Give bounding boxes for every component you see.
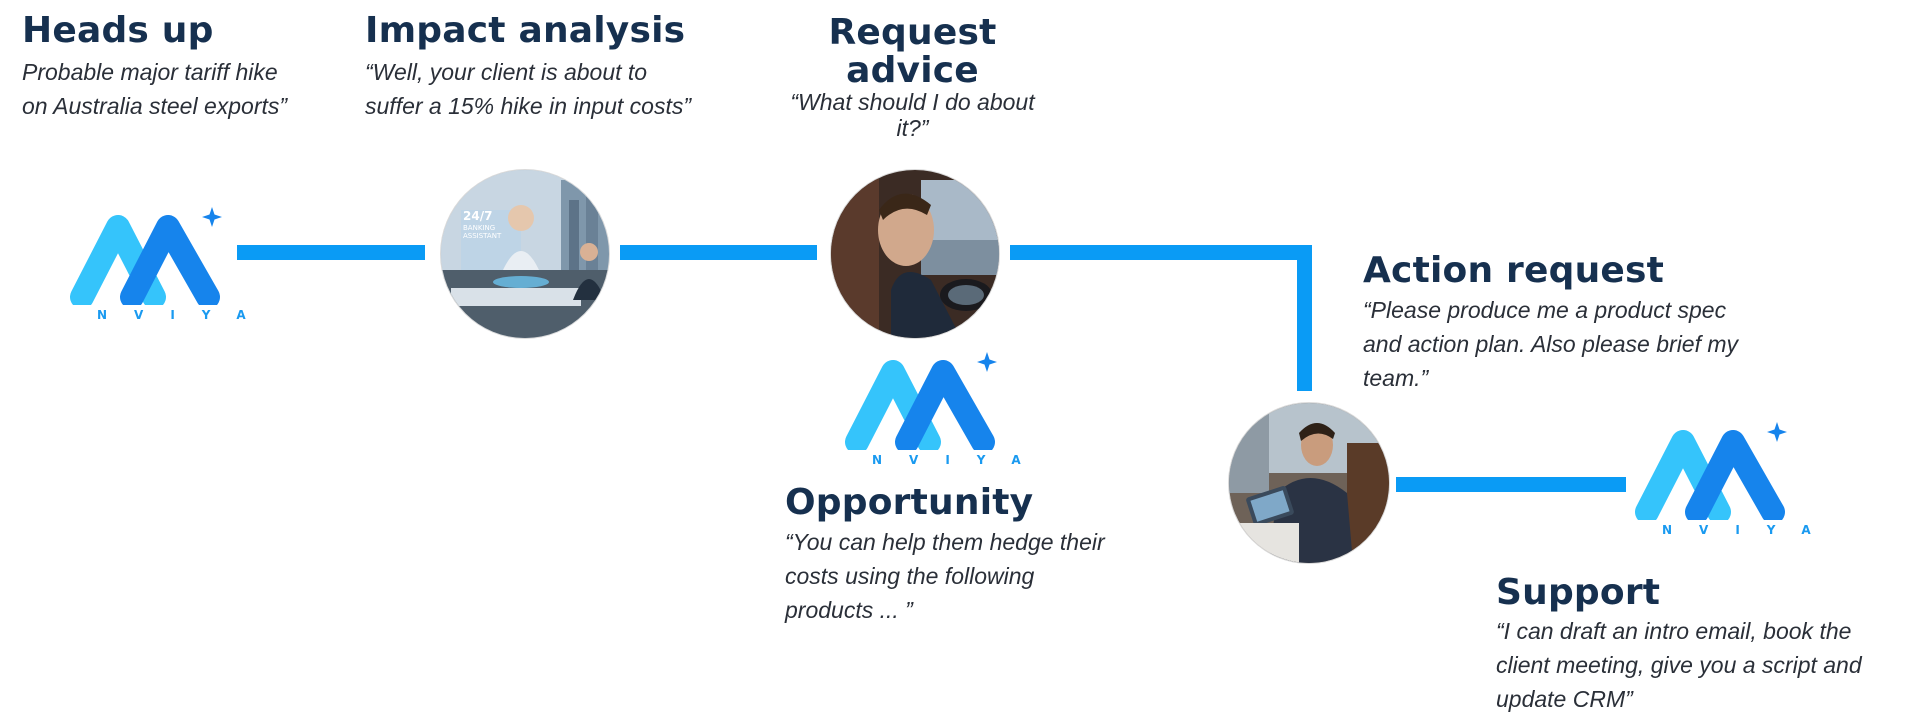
sparkle-icon (1767, 422, 1787, 442)
impact-analysis-title: Impact analysis (365, 10, 686, 51)
opportunity-quote: “You can help them hedge their costs usi… (785, 525, 1105, 627)
sparkle-icon (977, 352, 997, 372)
heads-up-title: Heads up (22, 10, 214, 51)
banking-assistant-photo: 24/7 BANKING ASSISTANT (441, 170, 609, 338)
action-request-quote: “Please produce me a product spec and ac… (1363, 293, 1738, 395)
heads-up-quote-line-2: on Australia steel exports” (22, 93, 288, 119)
screen-text-2: BANKING (463, 224, 495, 232)
heads-up-quote: Probable major tariff hike on Australia … (22, 55, 287, 123)
sparkle-icon (202, 207, 222, 227)
action-request-title: Action request (1363, 250, 1665, 291)
action-quote-line-2: and action plan. Also please brief my (1363, 331, 1739, 357)
support-quote-line-3: update CRM” (1496, 686, 1633, 712)
nviya-mark-icon (845, 352, 997, 450)
request-title-line-2: advice (846, 50, 979, 91)
support-quote: “I can draft an intro email, book the cl… (1496, 614, 1862, 716)
man-in-car-photo (831, 170, 999, 338)
nviya-mark-icon (70, 207, 222, 305)
request-quote-line-2: it?” (896, 115, 929, 141)
opportunity-quote-line-3: products ... ” (785, 597, 913, 623)
opportunity-title: Opportunity (785, 482, 1034, 523)
connector-logo-to-impact (237, 245, 425, 260)
request-title-line-1: Request (828, 12, 997, 53)
opportunity-quote-line-2: costs using the following (785, 563, 1035, 589)
connector-request-to-corner (1010, 245, 1312, 260)
nviya-wordmark: NVIYA (97, 308, 273, 322)
man-with-tablet-photo (1229, 403, 1389, 563)
nviya-logo-2: NVIYA (845, 350, 1048, 480)
heads-up-quote-line-1: Probable major tariff hike (22, 59, 278, 85)
support-quote-line-1: “I can draft an intro email, book the (1496, 618, 1852, 644)
screen-text-3: ASSISTANT (463, 232, 502, 240)
screen-text-1: 24/7 (463, 209, 492, 223)
impact-quote-line-2: suffer a 15% hike in input costs” (365, 93, 691, 119)
nviya-wordmark: NVIYA (1662, 523, 1838, 537)
nviya-logo-1: NVIYA (70, 205, 273, 335)
request-advice-title: Request advice (760, 14, 1065, 90)
opportunity-quote-line-1: “You can help them hedge their (785, 529, 1105, 555)
impact-quote-line-1: “Well, your client is about to (365, 59, 648, 85)
support-quote-line-2: client meeting, give you a script and (1496, 652, 1862, 678)
nviya-mark-icon (1635, 422, 1787, 520)
action-quote-line-1: “Please produce me a product spec (1363, 297, 1727, 323)
action-quote-line-3: team.” (1363, 365, 1429, 391)
connector-action-to-logo (1396, 477, 1626, 492)
request-quote-line-1: “What should I do about (790, 89, 1035, 115)
connector-corner-down (1297, 245, 1312, 391)
impact-analysis-quote: “Well, your client is about to suffer a … (365, 55, 691, 123)
request-advice-quote: “What should I do about it?” (760, 89, 1065, 141)
nviya-logo-3: NVIYA (1635, 420, 1838, 550)
support-title: Support (1496, 572, 1661, 613)
nviya-wordmark: NVIYA (872, 453, 1048, 467)
connector-impact-to-request (620, 245, 817, 260)
